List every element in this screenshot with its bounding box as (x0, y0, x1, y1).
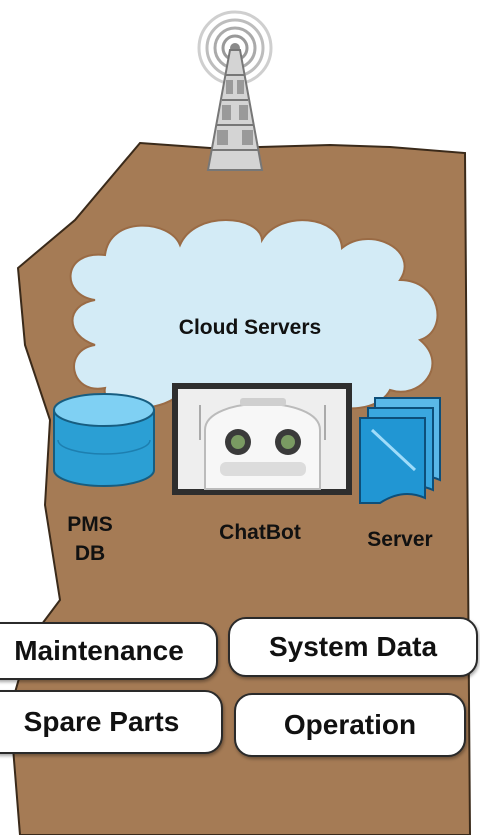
server-label: Server (367, 528, 433, 551)
maintenance-pill: Maintenance (0, 622, 218, 680)
chatbot-robot-image (172, 383, 352, 495)
operation-pill: Operation (234, 693, 466, 757)
chatbot-label: ChatBot (219, 521, 301, 544)
database-icon (53, 393, 155, 487)
server-stack-icon (359, 397, 441, 504)
radio-tower-icon (197, 10, 273, 171)
system-data-pill: System Data (228, 617, 478, 677)
cloud-servers-label: Cloud Servers (178, 316, 322, 339)
pms-db-label: PMS DB (67, 513, 113, 565)
spare-parts-pill: Spare Parts (0, 690, 223, 754)
